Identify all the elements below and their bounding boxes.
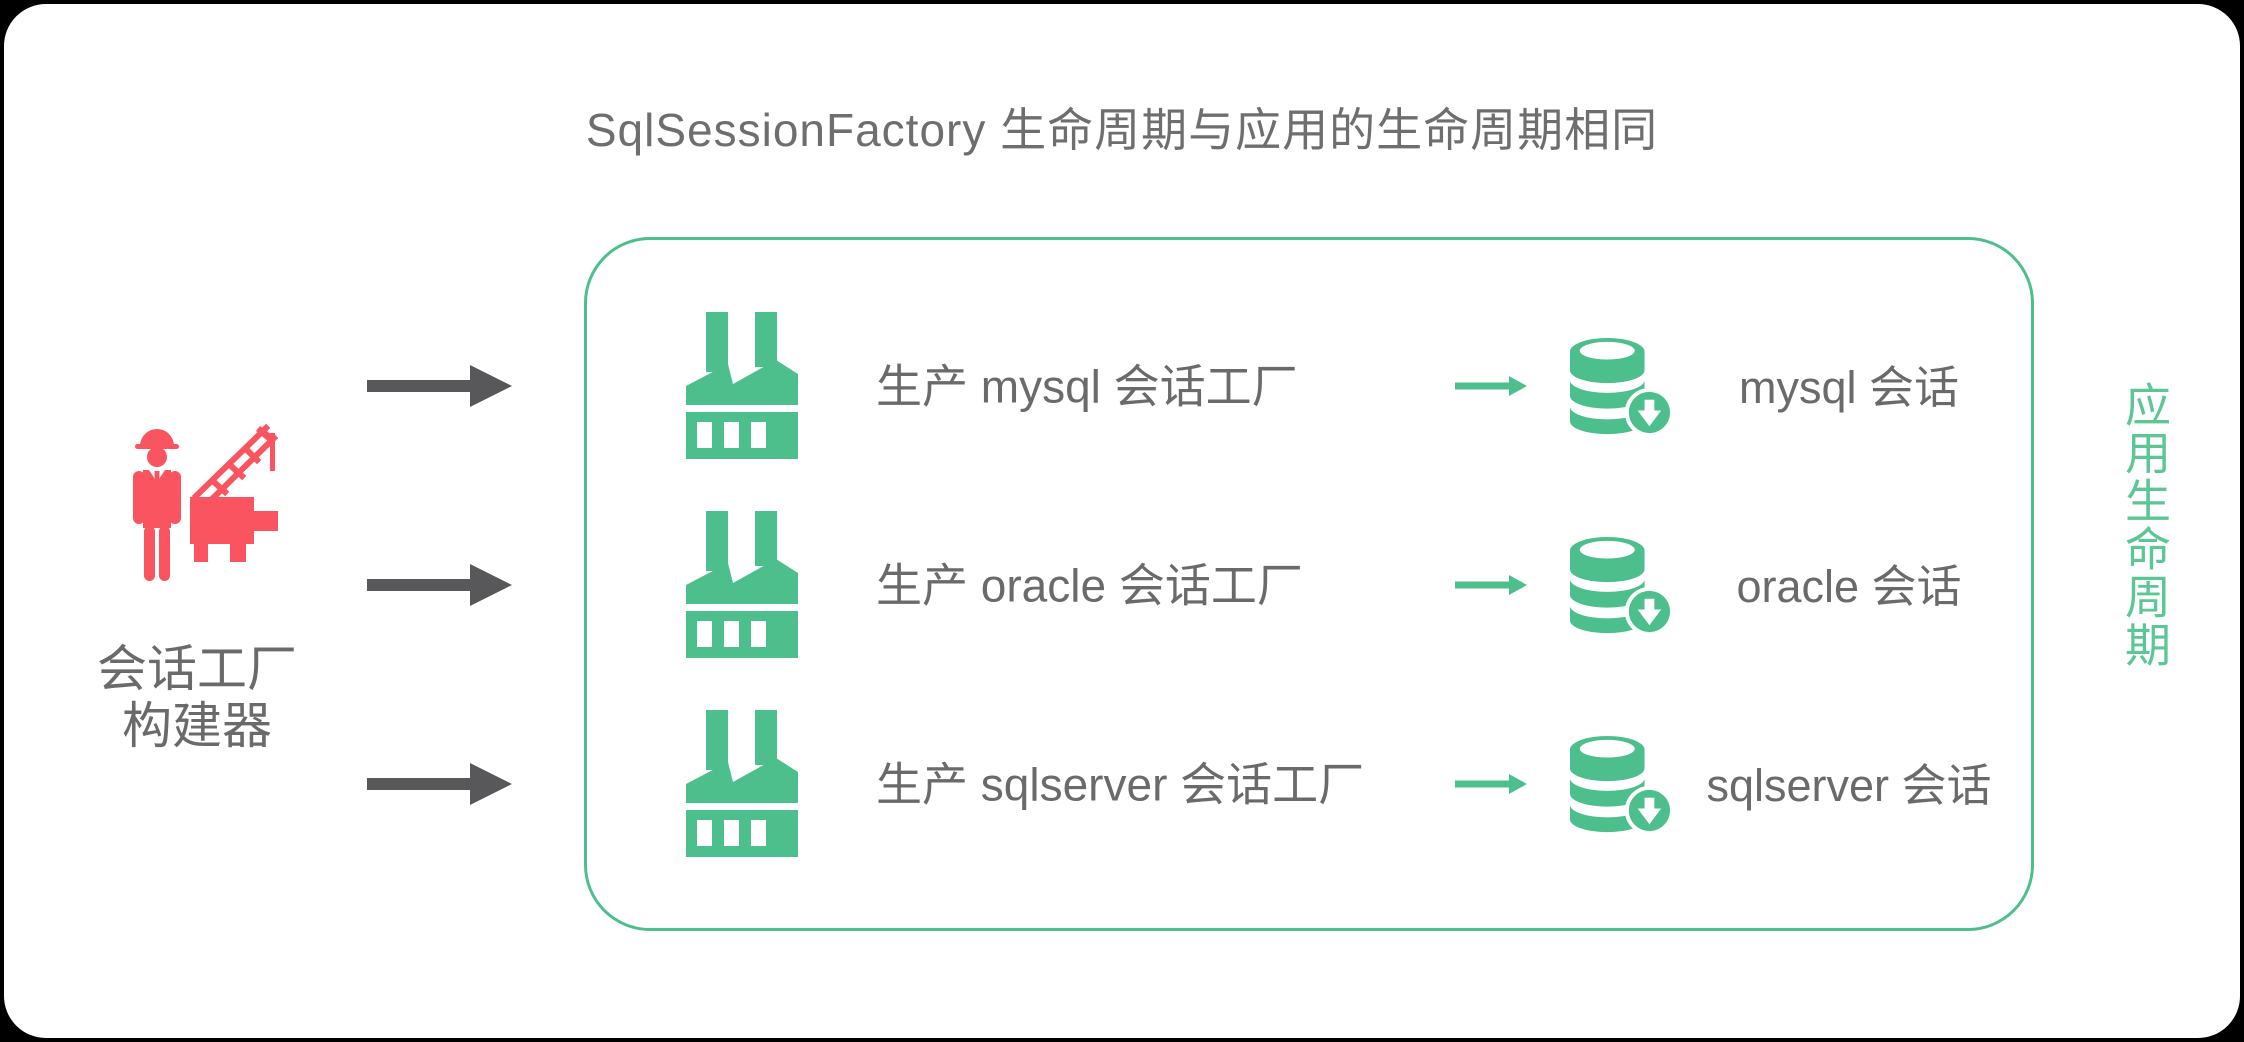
builder-label: 会话工厂 构建器: [47, 641, 347, 755]
builder-label-line1: 会话工厂: [97, 641, 297, 697]
factory-lifecycle-box: 生产 mysql 会话工厂: [584, 237, 2034, 931]
right-arrow-green-icon: [1455, 575, 1527, 595]
factory-icon: [686, 511, 798, 658]
database-download-icon: [1569, 536, 1674, 637]
session-label: sqlserver 会话: [1706, 759, 1992, 811]
app-lifecycle-label: 应用生命周期: [2119, 381, 2171, 669]
right-arrow-green-icon: [1455, 774, 1527, 794]
session-label: mysql 会话: [1738, 361, 1960, 413]
database-download-icon: [1569, 337, 1674, 438]
right-arrow-icon: [367, 365, 512, 407]
diagram-title: SqlSessionFactory 生命周期与应用的生命周期相同: [585, 104, 1659, 156]
right-arrow-green-icon: [1455, 376, 1527, 396]
right-arrow-icon: [367, 564, 512, 606]
factory-row-label: 生产 mysql 会话工厂: [876, 360, 1298, 413]
factory-row-label: 生产 sqlserver 会话工厂: [876, 758, 1365, 811]
factory-icon: [686, 710, 798, 857]
session-label: oracle 会话: [1736, 560, 1962, 612]
engineer-with-crane-icon: [133, 424, 279, 581]
builder-label-line2: 构建器: [122, 698, 272, 754]
factory-row-label: 生产 oracle 会话工厂: [876, 559, 1303, 612]
database-download-icon: [1569, 735, 1674, 836]
factory-icon: [686, 312, 798, 459]
right-arrow-icon: [367, 763, 512, 805]
